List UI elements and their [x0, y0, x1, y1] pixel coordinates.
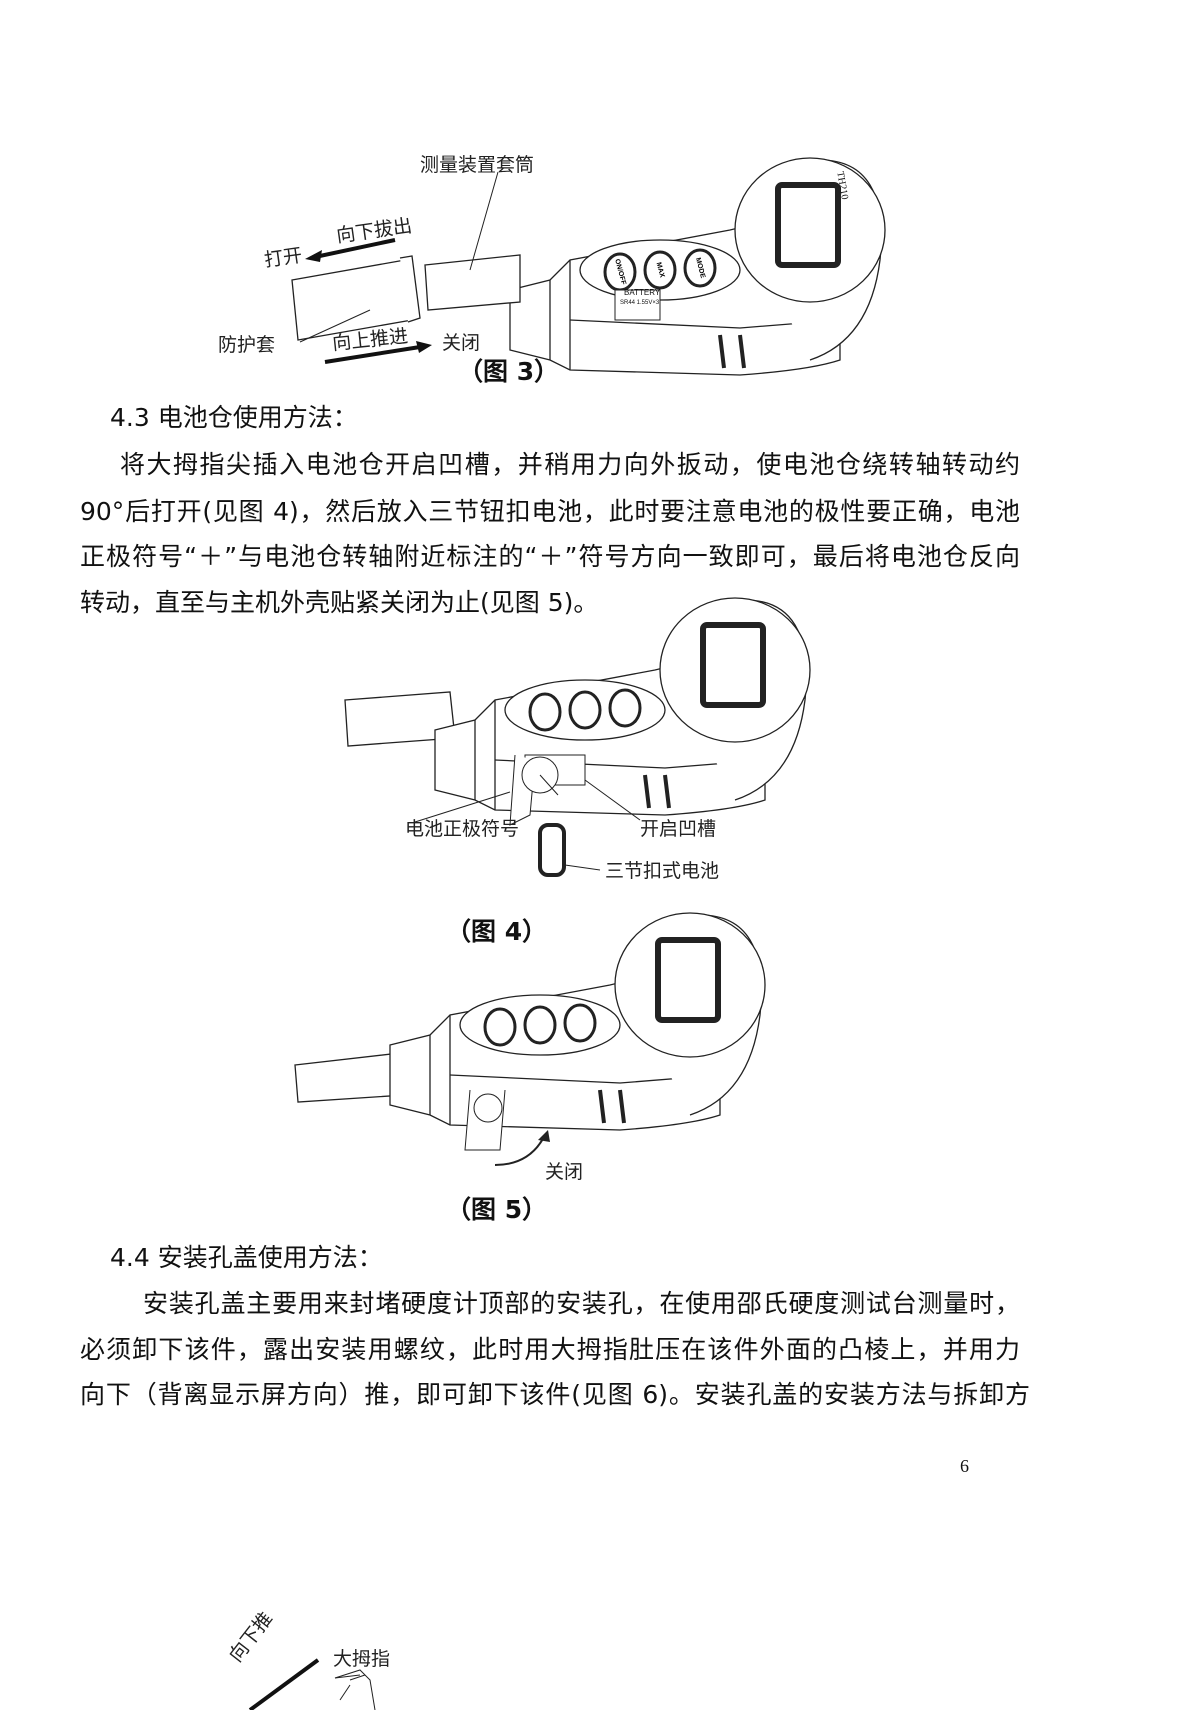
figure-4-caption: （图 4）: [446, 917, 548, 946]
curved-arrow-icon: [494, 1134, 546, 1166]
arrow-down-left-icon: [248, 1658, 320, 1710]
label-groove: 开启凹槽: [640, 818, 717, 840]
paragraph-line: 转动，直至与主机外壳贴紧关闭为止(见图 5)。: [80, 588, 599, 617]
paragraph-line: 将大拇指尖插入电池仓开启凹槽，并稍用力向外扳动，使电池仓绕转轴转动约: [120, 450, 1020, 479]
hardness-tester-drawing-battery-closing: [294, 950, 770, 1166]
section-4-4-heading: 4.4 安装孔盖使用方法：: [110, 1243, 383, 1272]
paragraph-line: 向下（背离显示屏方向）推，即可卸下该件(见图 6)。安装孔盖的安装方法与拆卸方: [80, 1380, 1030, 1409]
paragraph-line: 90°后打开(见图 4)，然后放入三节钮扣电池，此时要注意电池的极性要正确，电池: [80, 497, 1020, 526]
arrow-left-icon: [314, 238, 396, 259]
hardness-tester-drawing-exploded: [291, 140, 880, 370]
label-close: 关闭: [442, 332, 481, 354]
page-number: 6: [960, 1456, 969, 1476]
section-4-3-heading: 4.3 电池仓使用方法：: [110, 403, 358, 432]
figure-5-caption: （图 5）: [446, 1195, 548, 1224]
label-close: 关闭: [545, 1161, 584, 1183]
label-open: 打开: [262, 244, 304, 272]
label-polarity: 电池正极符号: [405, 818, 520, 840]
battery-spec: SR44 1.55V×3: [620, 300, 660, 306]
label-sleeve: 测量装置套筒: [420, 154, 535, 176]
arrow-right-icon: [324, 345, 421, 364]
figure-3-caption: （图 3）: [458, 357, 560, 386]
hardness-tester-drawing-battery-open: [344, 630, 840, 877]
paragraph-line: 必须卸下该件，露出安装用螺纹，此时用大拇指肚压在该件外面的凸棱上，并用力: [80, 1335, 1020, 1364]
label-thumb: 大拇指: [333, 1648, 391, 1670]
label-batteries: 三节扣式电池: [605, 860, 720, 882]
battery-label: BATTERY: [624, 288, 661, 297]
label-cover: 防护套: [218, 334, 276, 356]
paragraph-line: 正极符号“＋”与电池仓转轴附近标注的“＋”符号方向一致即可，最后将电池仓反向: [80, 542, 1020, 571]
paragraph-line: 安装孔盖主要用来封堵硬度计顶部的安装孔，在使用邵氏硬度测试台测量时，: [143, 1289, 1020, 1318]
